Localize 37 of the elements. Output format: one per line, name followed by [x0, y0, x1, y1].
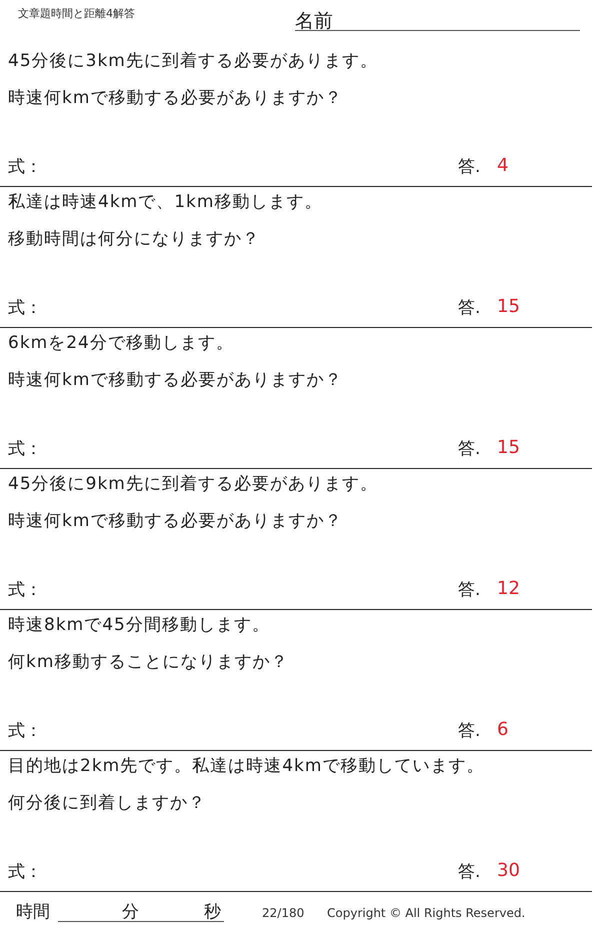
question-text: 45分後に9km先に到着する必要があります。 [8, 473, 378, 495]
formula-label: 式： [8, 297, 42, 319]
name-label: 名前 [295, 9, 333, 34]
question-text: 6kmを24分で移動します。 [8, 332, 234, 354]
question-text: 時速何kmで移動する必要がありますか？ [8, 510, 342, 532]
time-label: 時間 [16, 901, 50, 923]
formula-label: 式： [8, 720, 42, 742]
formula-label: 式： [8, 579, 42, 601]
question-text: 目的地は2km先です。私達は時速4kmで移動しています。 [8, 755, 484, 777]
answer-value: 4 [497, 155, 508, 176]
answer-label: 答. [458, 297, 480, 319]
answer-label: 答. [458, 579, 480, 601]
answer-value: 6 [497, 719, 508, 740]
question-text: 時速何kmで移動する必要がありますか？ [8, 87, 342, 109]
question-text: 時速何kmで移動する必要がありますか？ [8, 369, 342, 391]
question-text: 私達は時速4kmで、1km移動します。 [8, 191, 322, 213]
worksheet-title: 文章題時間と距離4解答 [18, 6, 135, 21]
minutes-label: 分 [122, 901, 139, 923]
answer-value: 12 [497, 578, 520, 599]
question-text: 45分後に3km先に到着する必要があります。 [8, 50, 378, 72]
copyright-text: Copyright © All Rights Reserved. [327, 906, 526, 920]
question-text: 何分後に到着しますか？ [8, 792, 206, 814]
formula-label: 式： [8, 438, 42, 460]
seconds-label: 秒 [204, 901, 221, 923]
page-number: 22/180 [262, 906, 304, 920]
answer-value: 15 [497, 296, 520, 317]
answer-label: 答. [458, 720, 480, 742]
formula-label: 式： [8, 861, 42, 883]
formula-label: 式： [8, 156, 42, 178]
question-text: 移動時間は何分になりますか？ [8, 228, 260, 250]
answer-value: 15 [497, 437, 520, 458]
answer-value: 30 [497, 860, 520, 881]
answer-label: 答. [458, 861, 480, 883]
question-text: 何km移動することになりますか？ [8, 651, 288, 673]
question-text: 時速8kmで45分間移動します。 [8, 614, 270, 636]
answer-label: 答. [458, 438, 480, 460]
answer-label: 答. [458, 156, 480, 178]
